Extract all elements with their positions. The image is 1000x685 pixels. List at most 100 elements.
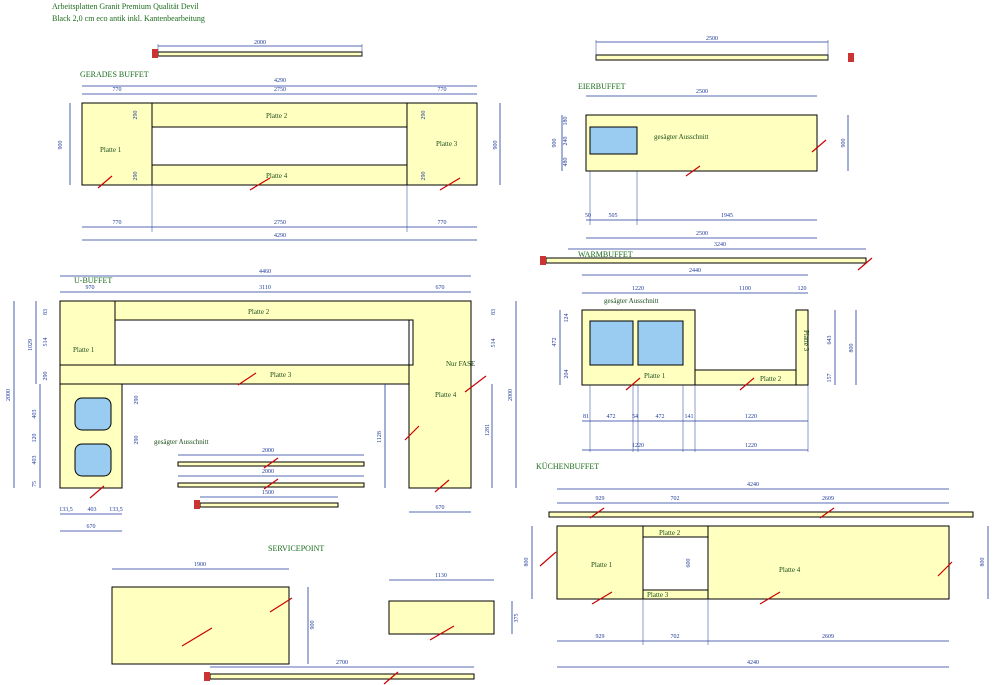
dim-label: 505	[609, 213, 618, 219]
plate-label: Platte 4	[435, 391, 457, 399]
edge-mark	[589, 507, 605, 519]
plate-3	[406, 102, 478, 186]
kuechenbuffet-strip	[548, 511, 974, 518]
edge-mark	[404, 425, 420, 441]
dim-label: 1220	[632, 443, 644, 449]
dim-label: 290	[133, 172, 139, 181]
u-buffet-opening	[114, 319, 414, 366]
edge-mark	[819, 507, 835, 519]
dim-label: 2609	[822, 496, 834, 502]
dim-label: 770	[438, 220, 447, 226]
dim-label: 4290	[274, 233, 286, 239]
plate-label: Platte 2	[760, 375, 782, 383]
dim-label: 600	[686, 559, 692, 568]
edge-mark	[263, 478, 279, 490]
dim-label: 290	[421, 111, 427, 120]
section-title: EIERBUFFET	[578, 82, 626, 91]
edge-marker	[204, 672, 210, 681]
edge-mark	[249, 177, 271, 191]
dim-label: 2500	[706, 36, 718, 42]
dim-label: 929	[596, 496, 605, 502]
dim-label: 124	[564, 314, 570, 323]
dim-label: 1220	[745, 443, 757, 449]
plate-label: Platte 4	[779, 566, 801, 574]
dim-label: 204	[564, 370, 570, 379]
dim-label: 1029	[28, 339, 34, 351]
cutout-lower	[74, 443, 112, 477]
dim-label: 472	[552, 338, 558, 347]
kuechenbuffet: KÜCHENBUFFET 4240 929 702 2609 Platte 1 …	[524, 462, 989, 668]
plate-label: Platte 2	[248, 308, 270, 316]
dim-label: 290	[133, 111, 139, 120]
strip-top-left: 2000	[152, 40, 363, 58]
section-title: WARMBUFFET	[578, 250, 633, 259]
plate-1	[556, 525, 644, 600]
dim-label: 403	[32, 410, 38, 419]
dim-label: 2750	[274, 220, 286, 226]
servicepoint-plate-2	[388, 600, 495, 635]
strip-1500	[199, 502, 339, 508]
nur-fase-label: Nur FASE	[446, 360, 475, 368]
edge-mark	[181, 627, 213, 647]
dim-label: 2700	[336, 660, 348, 666]
dim-label: 2440	[689, 268, 701, 274]
edge-mark	[464, 375, 487, 393]
dim-label: 133,5	[109, 507, 123, 513]
dim-label: 2000	[254, 40, 266, 46]
dim-label: 290	[43, 372, 49, 381]
dim-label: 375	[514, 614, 520, 623]
dim-label: 4240	[747, 660, 759, 666]
cutout-label: gesägter Ausschnitt	[154, 438, 209, 446]
servicepoint-plate-1	[111, 586, 290, 665]
dim-label: 670	[436, 285, 445, 291]
edge-mark	[429, 625, 455, 641]
dim-label: 4290	[274, 78, 286, 84]
dim-label: 75	[32, 481, 38, 487]
dim-label: 1128	[377, 431, 383, 443]
dim-label: 403	[32, 456, 38, 465]
edge-mark	[89, 485, 105, 499]
dim-label: 83	[43, 309, 49, 315]
dim-label: 2000	[262, 448, 274, 454]
cutout-left	[589, 320, 634, 366]
dim-label: 670	[87, 524, 96, 530]
section-title: GERADES BUFFET	[80, 70, 149, 79]
dim-label: 472	[607, 414, 616, 420]
dim-label: 120	[32, 434, 38, 443]
cutout-upper	[74, 397, 112, 431]
dim-label: 141	[685, 414, 694, 420]
dim-label: 670	[436, 505, 445, 511]
dim-label: 2750	[274, 87, 286, 93]
dim-label: 472	[656, 414, 665, 420]
dim-label: 702	[671, 634, 680, 640]
edge-mark	[759, 591, 781, 605]
dim-label: 54	[632, 414, 638, 420]
dim-label: 1900	[194, 562, 206, 568]
dim-label: 514	[491, 339, 497, 348]
eierbuffet: EIERBUFFET 2500 gesägter Ausschnitt 900 …	[552, 82, 849, 239]
plate-1	[81, 102, 153, 186]
dim-label: 120	[798, 286, 807, 292]
cutout-label: gesägter Ausschnitt	[604, 297, 659, 305]
dim-label: 800	[849, 344, 855, 353]
dim-label: 770	[113, 87, 122, 93]
edge-mark	[97, 175, 113, 189]
plate-label: Platte 1	[100, 146, 122, 154]
edge-mark	[434, 479, 450, 493]
dim-label: 81	[583, 414, 589, 420]
dim-label: 929	[596, 634, 605, 640]
dim-label: 4240	[747, 482, 759, 488]
dim-label: 1100	[739, 286, 751, 292]
dim-label: 2000	[6, 389, 12, 401]
edge-mark	[685, 165, 701, 177]
plate-label: Platte 3	[647, 591, 669, 599]
edge-marker	[540, 256, 546, 265]
plate-label: Platte 1	[644, 372, 666, 380]
edge-mark	[383, 671, 399, 685]
dim-label: 900	[310, 621, 316, 630]
edge-mark	[439, 177, 461, 191]
edge-marker	[194, 500, 200, 509]
edge-mark	[739, 377, 755, 391]
dim-label: 514	[43, 338, 49, 347]
